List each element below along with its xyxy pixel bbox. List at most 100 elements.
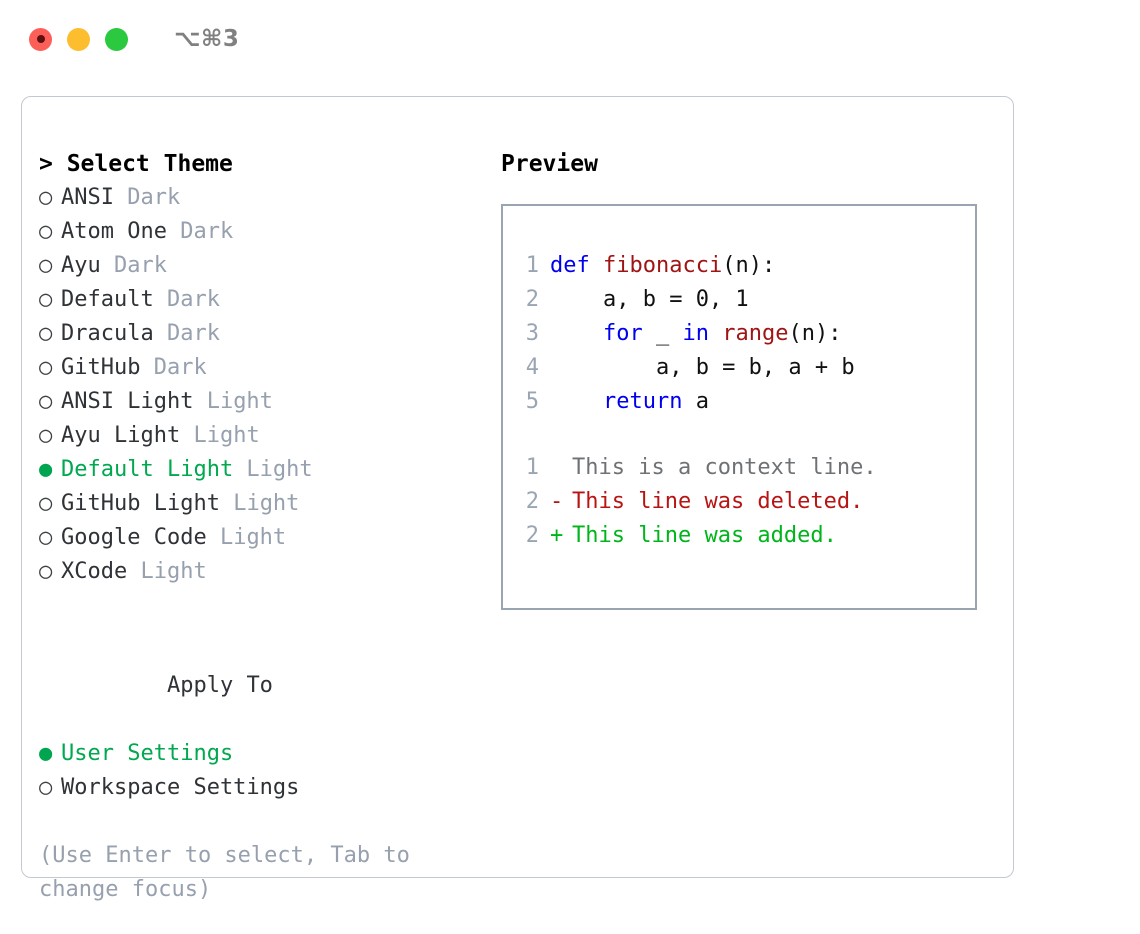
code-line-number: 3 — [525, 321, 539, 346]
theme-option-atom-one[interactable]: ○ Atom One Dark — [39, 215, 489, 249]
code-token: return — [602, 389, 683, 414]
theme-option-ansi-light[interactable]: ○ ANSI Light Light — [39, 385, 489, 419]
theme-option-ayu[interactable]: ○ Ayu Dark — [39, 249, 489, 283]
theme-option-kind: Light — [193, 389, 273, 414]
diff-line: 2-This line was deleted. — [517, 485, 877, 519]
theme-option-label: Default Light — [61, 457, 234, 482]
radio-unselected-icon[interactable]: ○ — [39, 559, 53, 584]
theme-option-label: Ayu Light — [61, 423, 181, 448]
apply-to-heading-label: Apply To — [166, 673, 273, 698]
theme-option-list: ○ ANSI Dark ○ Atom One Dark ○ Ayu Dark ○ Defaul… — [39, 181, 489, 589]
theme-option-label: GitHub Light — [61, 491, 220, 516]
theme-option-kind: Light — [233, 457, 313, 482]
diff-line-number: 2 — [525, 489, 539, 514]
radio-unselected-icon[interactable]: ○ — [39, 253, 53, 278]
radio-selected-icon[interactable]: ● — [39, 457, 53, 482]
theme-option-kind: Light — [206, 525, 287, 550]
radio-unselected-icon[interactable]: ○ — [39, 389, 53, 414]
diff-sample: 1 This is a context line.2-This line was… — [517, 451, 877, 553]
code-token: a, b = 0, 1 — [550, 287, 749, 312]
theme-option-label: XCode — [61, 559, 128, 584]
theme-option-kind: Light — [219, 491, 300, 516]
apply-to-heading: Apply To — [39, 635, 489, 737]
theme-option-label: Ayu — [61, 253, 101, 278]
apply-to-option-label: User Settings — [61, 741, 234, 766]
theme-option-github[interactable]: ○ GitHub Dark — [39, 351, 489, 385]
code-line: 3 for _ in range(n): — [517, 317, 855, 351]
theme-option-kind: Dark — [140, 355, 207, 380]
theme-option-default[interactable]: ○ Default Dark — [39, 283, 489, 317]
diff-text: This line was deleted. — [572, 489, 864, 514]
code-line: 4 a, b = b, a + b — [517, 351, 855, 385]
code-line: 1 def fibonacci(n): — [517, 249, 855, 283]
code-line-number: 4 — [525, 355, 539, 380]
apply-to-option-list: ● User Settings ○Workspace Settings — [39, 737, 489, 805]
code-token: for — [602, 321, 643, 346]
preview-heading: Preview — [501, 151, 598, 177]
radio-unselected-icon[interactable]: ○ — [39, 185, 53, 210]
keyboard-shortcut-label: ⌥⌘3 — [174, 26, 240, 52]
theme-option-label: ANSI Light — [61, 389, 194, 414]
theme-option-kind: Dark — [100, 253, 167, 278]
theme-option-github-light[interactable]: ○ GitHub Light Light — [39, 487, 489, 521]
theme-option-ayu-light[interactable]: ○Ayu Light Light — [39, 419, 489, 453]
radio-unselected-icon[interactable]: ○ — [39, 219, 53, 244]
radio-selected-icon[interactable]: ● — [39, 741, 53, 766]
maximize-button[interactable] — [105, 27, 128, 51]
theme-option-kind: Light — [127, 559, 207, 584]
radio-unselected-icon[interactable]: ○ — [39, 491, 53, 516]
diff-text: This line was added. — [572, 523, 837, 548]
diff-text: This is a context line. — [572, 455, 877, 480]
radio-unselected-icon[interactable]: ○ — [39, 423, 53, 448]
code-token: fibonacci — [602, 253, 723, 278]
code-line-number: 2 — [525, 287, 539, 312]
theme-option-xcode[interactable]: ○ XCode Light — [39, 555, 489, 589]
theme-option-label: GitHub — [61, 355, 141, 380]
diff-line: 2 + This line was added. — [517, 519, 877, 553]
diff-marker: - — [550, 489, 564, 514]
theme-option-label: Default — [61, 287, 154, 312]
apply-to-option-workspace-settings[interactable]: ○Workspace Settings — [39, 771, 489, 805]
code-line-number: 1 — [525, 253, 539, 278]
theme-option-label: Atom One — [61, 219, 167, 244]
radio-unselected-icon[interactable]: ○ — [39, 355, 53, 380]
apply-to-heading-indent — [145, 669, 167, 703]
code-line: 2 a, b = 0, 1 — [517, 283, 855, 317]
theme-list-column: > Select Theme ○ANSI Dark○Atom One Dark○… — [39, 147, 489, 907]
window-titlebar: ⌥⌘3 — [0, 0, 1140, 78]
diff-marker — [550, 451, 572, 485]
theme-picker-panel: > Select Theme ○ANSI Dark○Atom One Dark○… — [21, 96, 1014, 902]
theme-option-google-code[interactable]: ○ Google Code Light — [39, 521, 489, 555]
code-token: a, b = b, a + b — [550, 355, 855, 380]
theme-option-kind: Dark — [166, 219, 234, 244]
theme-option-ansi[interactable]: ○ ANSI Dark — [39, 181, 489, 215]
close-button[interactable] — [29, 27, 52, 51]
theme-option-default-light[interactable]: ● Default Light Light — [39, 453, 489, 487]
apply-to-option-user-settings[interactable]: ● User Settings — [39, 737, 489, 771]
code-token: def — [550, 253, 603, 278]
theme-option-label: Dracula — [61, 321, 154, 346]
code-token: (n): — [722, 253, 776, 278]
minimize-button[interactable] — [67, 27, 90, 51]
radio-unselected-icon[interactable]: ○ — [39, 287, 53, 312]
theme-option-kind: Dark — [113, 185, 181, 210]
select-theme-heading: > Select Theme — [39, 151, 233, 177]
theme-option-label: ANSI — [61, 185, 114, 210]
theme-option-kind: Dark — [153, 287, 220, 312]
diff-line: 1 This is a context line. — [517, 451, 877, 485]
radio-unselected-icon[interactable]: ○ — [39, 321, 53, 346]
theme-option-label: Google Code — [61, 525, 207, 550]
keyboard-hint-text: (Use Enter to select, Tab to change focu… — [39, 843, 410, 902]
code-token — [709, 321, 722, 346]
code-token: a — [682, 389, 709, 414]
radio-unselected-icon[interactable]: ○ — [39, 775, 53, 800]
theme-option-dracula[interactable]: ○ Dracula Dark — [39, 317, 489, 351]
theme-option-kind: Dark — [153, 321, 220, 346]
radio-unselected-icon[interactable]: ○ — [39, 525, 53, 550]
diff-line-number: 2 — [525, 523, 539, 548]
code-token: in — [682, 321, 709, 346]
diff-marker: + — [550, 523, 564, 548]
